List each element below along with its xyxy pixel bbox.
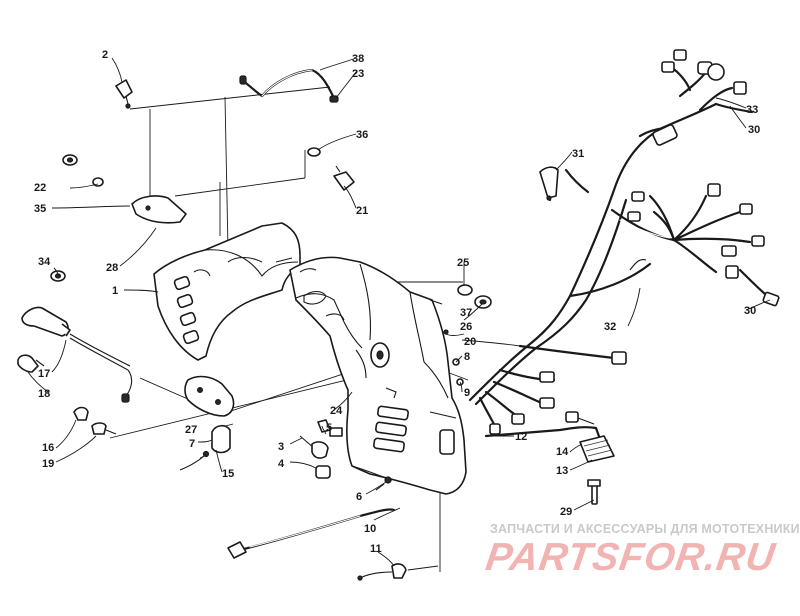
throttle-switch-assembly [17,270,133,403]
watermark-tagline: ЗАПЧАСТИ И АКСЕССУАРЫ ДЛЯ МОТОТЕХНИКИ [490,522,800,536]
callout-6: 6 [356,491,362,503]
callout-11: 11 [370,543,382,555]
callout-4: 4 [278,458,285,470]
callout-24: 24 [330,405,343,417]
small-hardware-left [62,79,187,435]
callout-31: 31 [572,148,584,160]
callout-7: 7 [189,438,195,450]
callout-20: 20 [464,336,476,348]
hood-panel [153,222,301,361]
bottom-cable [227,508,407,581]
grommets-bolts [443,284,492,386]
callout-3: 3 [278,441,284,453]
callout-26: 26 [460,321,472,333]
callout-36: 36 [356,129,368,141]
wiring-harness [468,49,780,458]
callout-labels: 1 2 3 4 5 6 7 8 9 10 11 12 13 14 15 16 1… [34,49,760,555]
callout-27: 27 [185,424,197,436]
console-body [289,256,467,495]
callout-16: 16 [42,442,54,454]
callout-23: 23 [352,68,364,80]
callout-38: 38 [352,53,364,65]
bracket-plate [184,375,235,454]
callout-37: 37 [460,307,472,319]
toggle-switch [307,147,355,191]
callout-10: 10 [364,523,376,535]
callout-32: 32 [604,321,616,333]
callout-5: 5 [326,422,332,434]
top-cable [239,68,339,103]
callout-12: 12 [515,431,527,443]
callout-35: 35 [34,203,46,215]
callout-2: 2 [102,49,108,61]
callout-13: 13 [556,465,568,477]
callout-leaders [27,57,771,567]
callout-9: 9 [464,387,470,399]
callout-21: 21 [356,205,368,217]
watermark-logo: PARTSFOR.RU [483,536,779,579]
callout-28: 28 [106,262,118,274]
callout-8: 8 [464,351,470,363]
callout-22: 22 [34,182,46,194]
callout-19: 19 [42,458,54,470]
callout-34: 34 [38,256,51,268]
callout-18: 18 [38,388,50,400]
callout-17: 17 [38,368,50,380]
callout-33: 33 [746,104,758,116]
callout-15: 15 [222,468,234,480]
voltage-regulator [565,411,615,505]
callout-29: 29 [560,506,572,518]
callout-30-top: 30 [748,124,760,136]
callout-14: 14 [556,446,569,458]
callout-25: 25 [457,257,469,269]
callout-30-right: 30 [744,305,756,317]
callout-1: 1 [112,285,118,297]
